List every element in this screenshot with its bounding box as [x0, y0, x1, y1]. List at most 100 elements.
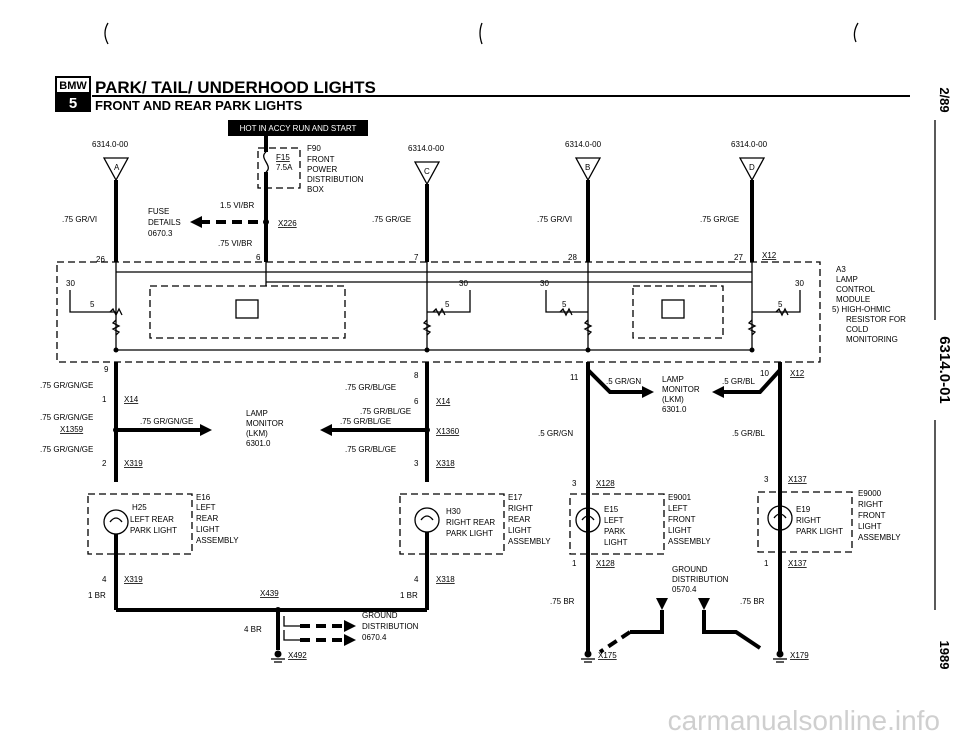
fuse-box-f90: F90 F15 7.5A FRONT POWER DISTRIBUTION BO…: [257, 136, 364, 194]
assembly-label: ASSEMBLY: [668, 537, 711, 546]
lamp-monitor-label: 6301.0: [662, 405, 687, 414]
module-label: MONITORING: [846, 335, 898, 344]
right-front-light-assembly: E19 RIGHT PARK LIGHT E9000 RIGHT FRONT L…: [757, 489, 901, 553]
pin-label: 27: [734, 253, 743, 262]
ground-label: 0670.4: [362, 633, 387, 642]
module-label: MODULE: [836, 295, 870, 304]
bmw-logo: BMW 5: [55, 76, 91, 112]
fuse-id: F15: [276, 153, 290, 162]
wire-label: .75 GR/BL/GE: [360, 407, 411, 416]
wire-label: 4 BR: [244, 625, 262, 634]
pin-label: 30: [66, 279, 75, 288]
assembly-label: LEFT: [196, 503, 216, 512]
fuse-details-label: DETAILS: [148, 218, 181, 227]
connector-x1360: X1360: [436, 427, 460, 436]
ground-icon: [581, 650, 595, 663]
module-label: RESISTOR FOR: [846, 315, 906, 324]
lamp-monitor-label: MONITOR: [662, 385, 700, 394]
module-label: 5) HIGH-OHMIC: [832, 305, 891, 314]
module-label: COLD: [846, 325, 868, 334]
connector-x226: X226: [278, 219, 297, 228]
wire-label: .5 GR/GN: [538, 429, 573, 438]
pin-label: 4: [102, 575, 107, 584]
connector-x128: X128: [596, 479, 615, 488]
pin-label: 9: [104, 365, 109, 374]
component-id: H30: [446, 507, 461, 516]
side-date: 2/89: [937, 87, 952, 112]
connector-a: 6314.0-00 A .75 GR/VI: [62, 140, 130, 224]
connector-x318: X318: [436, 575, 455, 584]
arrow-icon: [344, 620, 356, 632]
wire-label: .75 GR/BL/GE: [340, 417, 391, 426]
connector-x14: X14: [124, 395, 139, 404]
component-id: E15: [604, 505, 619, 514]
pin-label: 1: [102, 395, 107, 404]
pin-label: 3: [572, 479, 577, 488]
logo-top-text: BMW: [59, 80, 87, 92]
wire-label: .75 BR: [550, 597, 575, 606]
wire-label: 1 BR: [400, 591, 418, 600]
connector-d: 6314.0-00 D .75 GR/GE: [700, 140, 768, 224]
module-label: A3: [836, 265, 846, 274]
pin-label: 11: [570, 373, 579, 382]
assembly-id: E9001: [668, 493, 692, 502]
bulb-icon: [767, 505, 793, 531]
assembly-label: LIGHT: [668, 526, 692, 535]
connector-x1359: X1359: [60, 425, 84, 434]
hot-label-box: [228, 120, 368, 136]
pin-label: 10: [760, 369, 769, 378]
ref-label: 6314.0-00: [731, 140, 768, 149]
wire-label: .75 GR/BL/GE: [345, 383, 396, 392]
lamp-monitor-label: LAMP: [662, 375, 684, 384]
arrow-icon: [656, 598, 668, 610]
pin-label: 5: [778, 300, 783, 309]
pin-label: 30: [540, 279, 549, 288]
pin-label: 1: [572, 559, 577, 568]
component-label: PARK: [604, 527, 626, 536]
lamp-monitor-label: 6301.0: [246, 439, 271, 448]
ref-label: 6314.0-00: [408, 144, 445, 153]
scan-mark: [853, 22, 859, 43]
pin-label: 26: [96, 255, 105, 264]
arrow-icon: [190, 216, 202, 228]
side-code: 6314.0-01: [936, 336, 953, 404]
lamp-monitor-label: (LKM): [246, 429, 268, 438]
wire-label: .75 BR: [740, 597, 765, 606]
module-chip-icon: [235, 299, 259, 319]
ground-label: DISTRIBUTION: [672, 575, 729, 584]
fuse-box-label: DISTRIBUTION: [307, 175, 364, 184]
component-label: PARK LIGHT: [446, 529, 493, 538]
connector-x137: X137: [788, 559, 807, 568]
component-label: LIGHT: [604, 538, 628, 547]
pin-label: 28: [568, 253, 577, 262]
page-subtitle: FRONT AND REAR PARK LIGHTS: [95, 98, 303, 113]
wire-label: .75 GR/VI: [537, 215, 572, 224]
assembly-id: E16: [196, 493, 211, 502]
connector-x128: X128: [596, 559, 615, 568]
ground-icon: [773, 650, 787, 663]
wire-label: .5 GR/BL: [722, 377, 755, 386]
arrow-icon: [642, 386, 654, 398]
wire-label: 1 BR: [88, 591, 106, 600]
ground-label: 0570.4: [672, 585, 697, 594]
connector-x319: X319: [124, 459, 143, 468]
ground-icon: [271, 650, 285, 663]
assembly-label: LEFT: [668, 504, 688, 513]
arrow-icon: [712, 386, 724, 398]
connector-x137: X137: [788, 475, 807, 484]
bulb-icon: [414, 507, 440, 533]
assembly-label: ASSEMBLY: [196, 536, 239, 545]
component-label: LEFT: [604, 516, 624, 525]
assembly-label: LIGHT: [196, 525, 220, 534]
connector-b: 6314.0-00 B .75 GR/VI: [537, 140, 602, 224]
wire-label: .75 GR/BL/GE: [345, 445, 396, 454]
pin-label: 2: [102, 459, 107, 468]
module-label: LAMP: [836, 275, 858, 284]
pin-label: 5: [562, 300, 567, 309]
assembly-label: RIGHT: [508, 504, 533, 513]
connector-x492: X492: [288, 651, 307, 660]
component-label: LEFT REAR: [130, 515, 174, 524]
connector-x439: X439: [260, 589, 279, 598]
connector-x12: X12: [790, 369, 805, 378]
